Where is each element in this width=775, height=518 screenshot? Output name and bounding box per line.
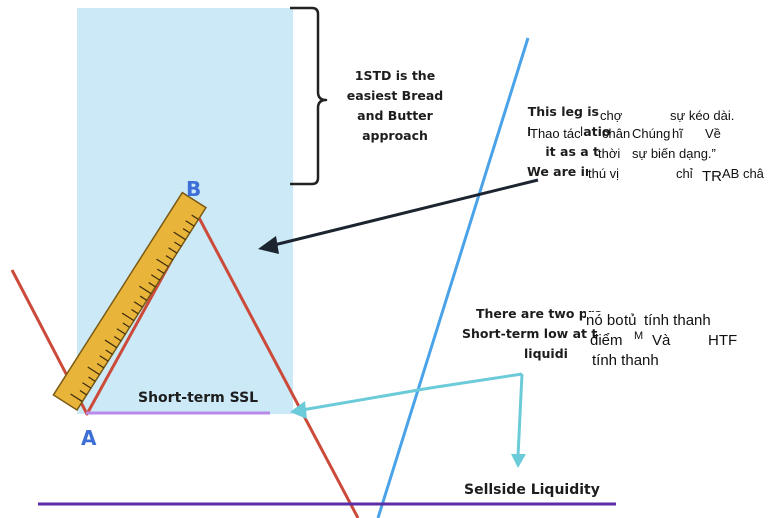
short-term-ssl-label: Short-term SSL [138, 390, 259, 406]
leg-overlay-text: TR [702, 168, 722, 185]
std-note-line: approach [362, 128, 428, 143]
blue-trend-line [376, 37, 530, 518]
ruler-icon [52, 191, 207, 412]
std-note-line: and Butter [357, 108, 433, 123]
two-overlay-text: tính thanh [644, 312, 711, 329]
sellside-liquidity-label: Sellside Liquidity [464, 482, 600, 498]
point-b-label: B [186, 177, 202, 201]
leg-overlay-text: sự biến dạng.” [632, 146, 716, 161]
two-overlay-text: tính thanh [592, 352, 659, 369]
leg-arrow-head [258, 236, 279, 254]
two-note: There are two pro Short-term low at t li… [462, 304, 603, 364]
sellside-arrow-head [511, 454, 526, 468]
leg-overlay-text: thú vị [588, 166, 620, 181]
point-a-label: A [81, 426, 97, 450]
two-overlay-text: tủ [624, 312, 637, 329]
std-note-line: 1STD is the [354, 68, 436, 83]
leg-note-line: This leg is [527, 104, 599, 119]
two-overlay-text: M [634, 330, 644, 342]
two-note-line: liquidi [524, 346, 568, 361]
leg-note-line: it as a t [545, 144, 599, 159]
leg-overlay-text: chân [602, 126, 631, 141]
leg-overlay-text: thời [598, 146, 621, 161]
std-note: 1STD is the easiest Bread and Butter app… [340, 66, 450, 146]
leg-overlay-text: Về [705, 126, 721, 141]
leg-overlay-text: Thao tác [530, 126, 581, 141]
leg-overlay-text: AB châ [722, 166, 764, 181]
ssl-arrow-head [290, 401, 307, 419]
leg-arrow [269, 178, 539, 248]
sellside-arrow [516, 373, 524, 457]
two-overlay-text: HTF [708, 332, 738, 349]
two-overlay-text: điểm [590, 332, 623, 349]
leg-overlay-text: hĩ [672, 126, 683, 141]
leg-overlay-text: Chúng [632, 126, 671, 141]
leg-overlay-text: sự kéo dài. [670, 108, 735, 123]
two-note-line: There are two pro [476, 306, 603, 321]
leg-overlay-text: chợ [600, 108, 623, 123]
ssl-arrow [301, 372, 523, 412]
leg-overlay-text: chỉ [676, 166, 693, 181]
std-note-line: easiest Bread [346, 88, 444, 103]
two-overlay-text: Và [652, 332, 671, 349]
two-note-line: Short-term low at t [462, 326, 598, 341]
price-path [10, 212, 360, 518]
right-brace-icon [290, 6, 328, 186]
two-overlay-text: nó bo [586, 312, 624, 329]
